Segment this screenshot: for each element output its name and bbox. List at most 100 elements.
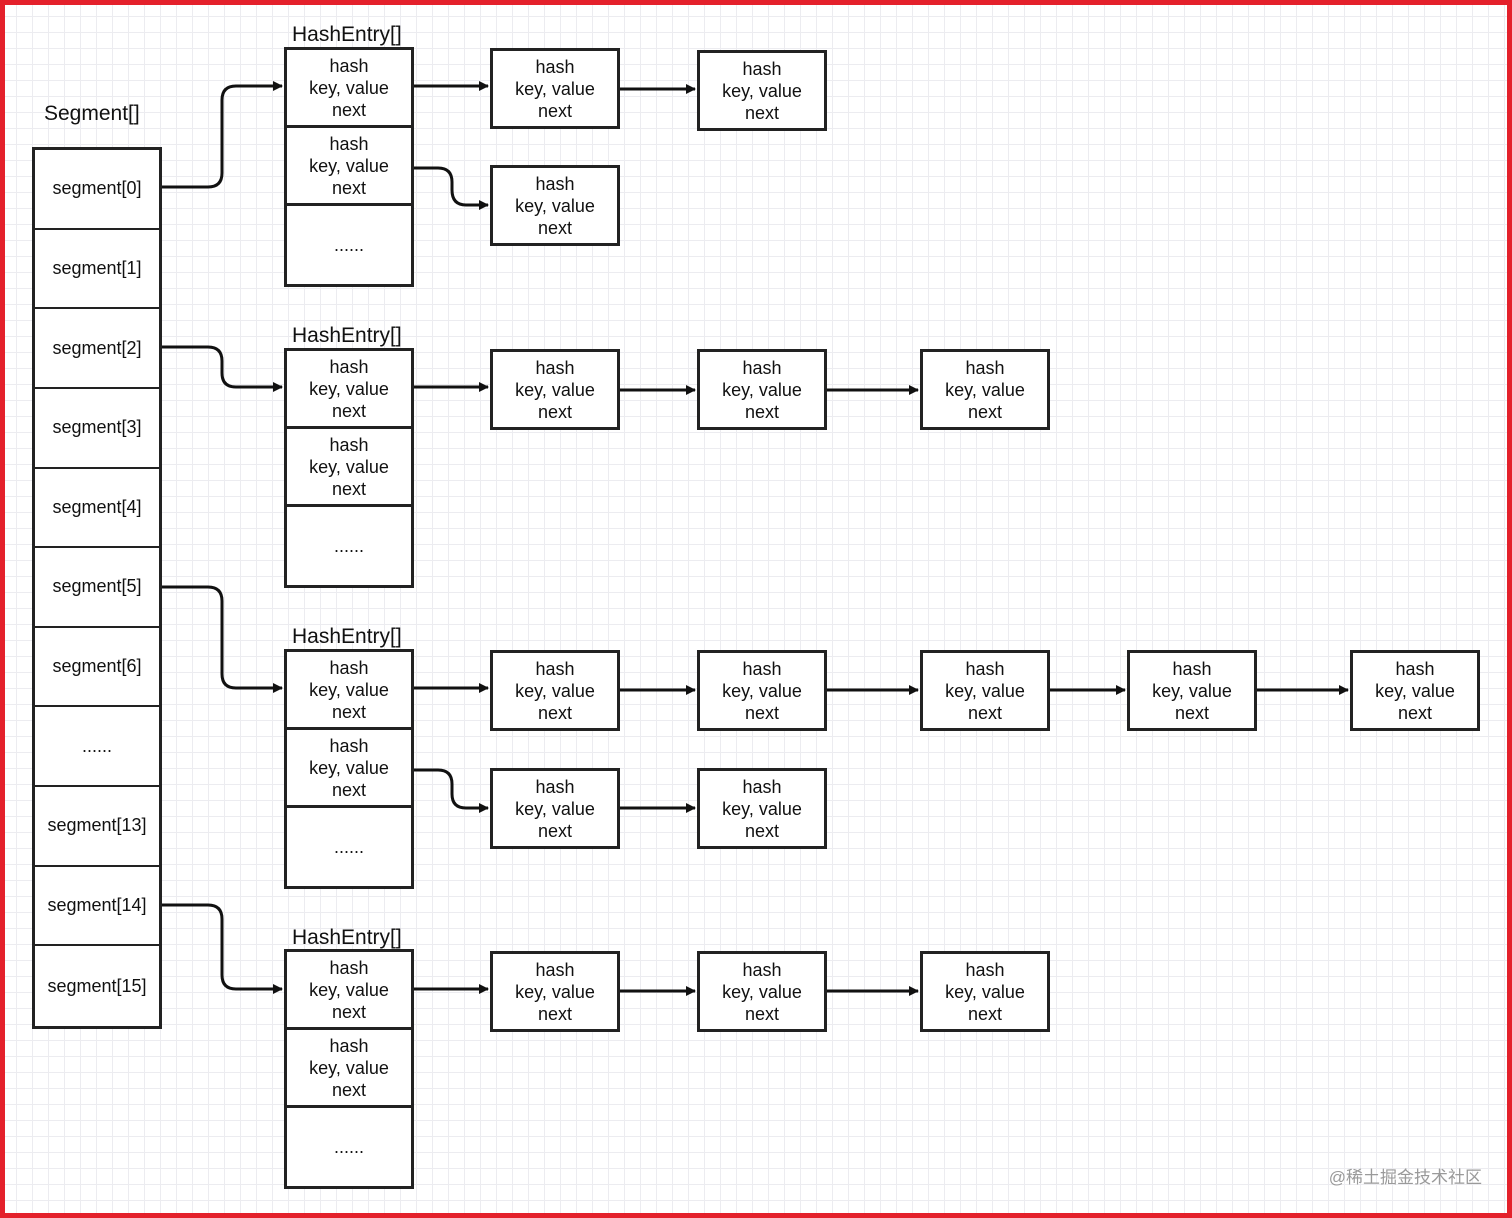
next-arrow [414,768,489,813]
next-field: next [331,1079,367,1100]
key-value-field: key, value [722,680,802,701]
next-field: next [331,99,367,120]
key-value-field: key, value [515,680,595,701]
chain-node: hash key, value next [1127,650,1257,731]
hashentry-slot: hash key, value next [287,730,411,808]
hash-field: hash [742,658,782,679]
chain-node: hash key, value next [490,768,620,849]
chain-node: hash key, value next [697,650,827,731]
hashentry-slot-ellipsis: ...... [287,1108,411,1186]
hash-field: hash [535,776,575,797]
segment14-to-table-arrow [162,903,283,994]
hash-field: hash [535,959,575,980]
hash-field: hash [535,56,575,77]
chain-node: hash key, value next [697,50,827,131]
next-field: next [331,701,367,722]
segment-cell-4: segment[4] [35,469,159,549]
hashentry-slot: hash key, value next [287,952,411,1030]
hashentry-slot: hash key, value next [287,1030,411,1108]
hashentry-array-2: hash key, value next hash key, value nex… [284,649,414,889]
ellipsis: ...... [333,1137,364,1157]
key-value-field: key, value [515,195,595,216]
key-value-field: key, value [722,80,802,101]
next-field: next [331,400,367,421]
segment-cell-2: segment[2] [35,309,159,389]
key-value-field: key, value [309,456,389,477]
chain-node: hash key, value next [920,650,1050,731]
chain-node: hash key, value next [920,349,1050,430]
key-value-field: key, value [722,379,802,400]
hash-field: hash [329,55,369,76]
chain-node: hash key, value next [490,165,620,246]
hash-field: hash [535,357,575,378]
hash-field: hash [329,735,369,756]
key-value-field: key, value [309,378,389,399]
next-field: next [537,702,573,723]
next-field: next [537,1003,573,1024]
ellipsis: ...... [333,837,364,857]
next-field: next [537,401,573,422]
next-field: next [967,702,1003,723]
hashentry-slot: hash key, value next [287,351,411,429]
key-value-field: key, value [515,798,595,819]
key-value-field: key, value [515,379,595,400]
next-field: next [537,217,573,238]
hash-field: hash [329,434,369,455]
segment-array: segment[0] segment[1] segment[2] segment… [32,147,162,1029]
chain-node: hash key, value next [490,48,620,129]
key-value-field: key, value [945,981,1025,1002]
key-value-field: key, value [515,981,595,1002]
key-value-field: key, value [309,1057,389,1078]
chain-node: hash key, value next [697,768,827,849]
segment-cell-13: segment[13] [35,787,159,867]
chain-node: hash key, value next [1350,650,1480,731]
hashentry-slot: hash key, value next [287,652,411,730]
key-value-field: key, value [1152,680,1232,701]
hashentry-slot: hash key, value next [287,128,411,206]
chain-node: hash key, value next [490,650,620,731]
hash-field: hash [742,357,782,378]
segment-cell-0: segment[0] [35,150,159,230]
hashentry-array-3: hash key, value next hash key, value nex… [284,949,414,1189]
next-arrow [414,166,489,210]
hashentry-slot-ellipsis: ...... [287,206,411,284]
segment-cell-15: segment[15] [47,975,147,996]
key-value-field: key, value [945,680,1025,701]
next-field: next [331,177,367,198]
hash-field: hash [1172,658,1212,679]
next-field: next [537,820,573,841]
chain-node: hash key, value next [697,951,827,1032]
hash-field: hash [329,356,369,377]
next-field: next [744,702,780,723]
next-field: next [967,1003,1003,1024]
hashentry-slot: hash key, value next [287,429,411,507]
hash-field: hash [742,959,782,980]
hashentry-slot: hash key, value next [287,50,411,128]
hash-field: hash [965,658,1005,679]
hashentry-title-3: HashEntry[] [292,926,402,949]
hash-field: hash [742,58,782,79]
next-field: next [744,102,780,123]
segment-cell-6: segment[6] [35,628,159,708]
hashentry-title-2: HashEntry[] [292,625,402,648]
next-field: next [331,478,367,499]
segment-cell-5: segment[5] [35,548,159,628]
next-field: next [331,779,367,800]
chain-node: hash key, value next [920,951,1050,1032]
hashentry-array-1: hash key, value next hash key, value nex… [284,348,414,588]
key-value-field: key, value [722,798,802,819]
hashentry-slot-ellipsis: ...... [287,507,411,585]
ellipsis: ...... [333,536,364,556]
hash-field: hash [535,173,575,194]
hash-field: hash [329,957,369,978]
hash-field: hash [1395,658,1435,679]
next-field: next [1397,702,1433,723]
segment-cell-1: segment[1] [35,230,159,310]
watermark: @稀土掘金技术社区 [1328,1168,1482,1187]
hashentry-slot-ellipsis: ...... [287,808,411,886]
key-value-field: key, value [309,77,389,98]
next-field: next [537,100,573,121]
key-value-field: key, value [309,155,389,176]
next-field: next [744,820,780,841]
hash-field: hash [535,658,575,679]
